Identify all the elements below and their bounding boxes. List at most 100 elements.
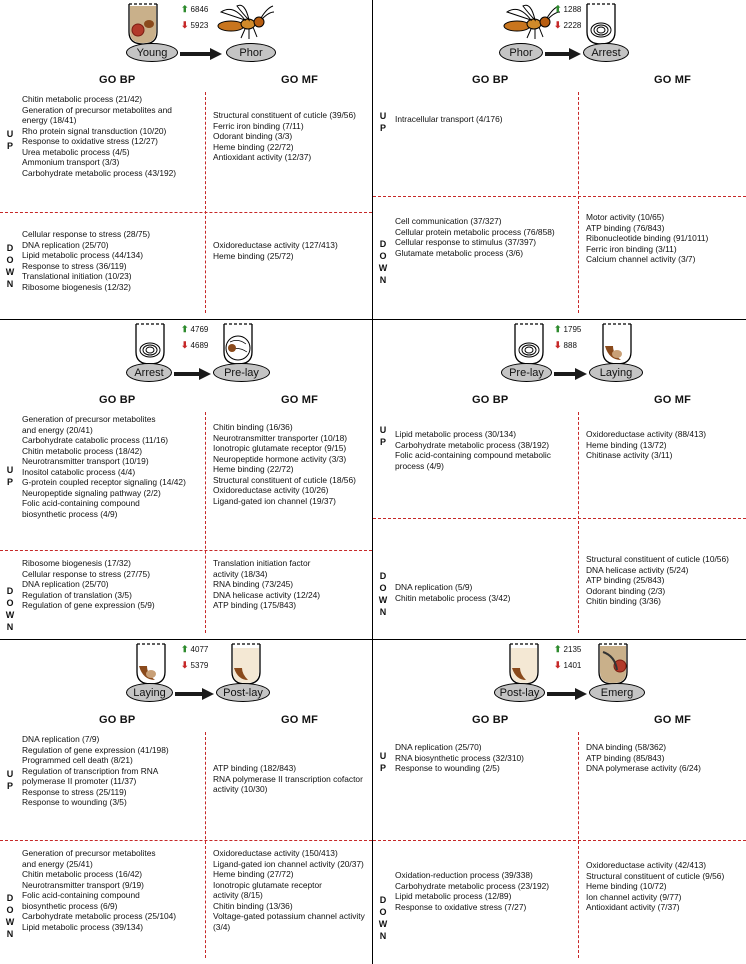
go-term: Neuropeptide signaling pathway (2/2) [22, 487, 161, 498]
down-count-value: 2228 [563, 21, 582, 30]
go-term: ATP binding (25/843) [586, 575, 665, 585]
down-mf-terms: Motor activity (10/65)ATP binding (76/84… [586, 212, 708, 265]
go-term: ATP binding (182/843) [213, 763, 297, 773]
go-term: Cellular protein metabolic process (76/8… [395, 226, 555, 237]
down-count-value: 1401 [563, 661, 582, 670]
section-divider [0, 840, 372, 841]
up-mf-terms: Oxidoreductase activity (88/413)Heme bin… [586, 429, 706, 461]
down-count-value: 4689 [190, 341, 209, 350]
transition-arrow-icon [175, 687, 214, 700]
section-letter: U [6, 769, 14, 779]
up-arrow-icon: ⬆ [181, 4, 189, 14]
down-count-value: 5379 [190, 661, 209, 670]
go-term: DNA replication (7/9) [22, 734, 100, 744]
go-term: DNA replication (25/70) [395, 742, 482, 752]
go-term: Structural constituent of cuticle (10/56… [586, 554, 729, 564]
go-term: Lipid metabolic process (44/134) [22, 250, 144, 260]
to-stage-illustration [595, 640, 631, 691]
go-term: Odorant binding (3/3) [213, 131, 293, 141]
down-mf-terms: Structural constituent of cuticle (10/56… [586, 554, 729, 607]
go-term: Regulation of gene expression (41/198) [22, 744, 169, 755]
go-term: Ribosome biogenesis (17/32) [22, 558, 131, 568]
down-bp-terms: DNA replication (5/9)Chitin metabolic pr… [395, 582, 510, 603]
go-term: and energy (20/41) [22, 424, 93, 435]
column-divider [578, 732, 579, 958]
go-term: RNA binding (73/245) [213, 579, 294, 589]
go-term: DNA replication (25/70) [22, 239, 109, 250]
go-term: Inositol catabolic process (4/4) [22, 466, 136, 477]
to-stage-label: Emerg [589, 683, 645, 702]
down-count-value: 5923 [190, 21, 209, 30]
down-bp-terms: Oxidation-reduction process (39/338)Carb… [395, 870, 549, 912]
go-term: ATP binding (175/843) [213, 600, 297, 610]
section-letter: O [379, 583, 387, 593]
go-term: Structural constituent of cuticle (18/56… [213, 474, 356, 485]
up-count: ⬆4077 [181, 645, 209, 655]
go-term: ATP binding (85/843) [586, 752, 665, 763]
section-divider [373, 840, 746, 841]
up-bp-terms: Chitin metabolic process (21/42)Generati… [22, 94, 176, 178]
up-count-value: 4077 [190, 645, 209, 654]
section-letter: O [379, 251, 387, 261]
go-mf-header: GO MF [281, 714, 319, 726]
to-stage-label: Phor [226, 43, 276, 62]
section-divider [373, 518, 746, 519]
go-mf-header: GO MF [281, 394, 319, 406]
go-term: polymerase II promoter (11/37) [22, 776, 137, 786]
go-bp-header: GO BP [472, 394, 509, 406]
section-letter: D [379, 571, 387, 581]
go-term: Cellular response to stimulus (37/397) [395, 237, 537, 247]
go-mf-header: GO MF [654, 394, 692, 406]
go-term: Cellular response to stress (27/75) [22, 568, 151, 579]
section-letter: P [6, 141, 13, 151]
go-term: Carbohydrate metabolic process (38/192) [395, 439, 550, 450]
go-term: Carbohydrate metabolic process (25/104) [22, 911, 177, 921]
go-term: Structural constituent of cuticle (9/56) [586, 870, 725, 881]
go-term: Ferric iron binding (7/11) [213, 120, 304, 131]
from-stage-label: Post-lay [494, 683, 545, 702]
down-bp-terms: Cellular response to stress (28/75)DNA r… [22, 229, 150, 292]
go-term: Ligand-gated ion channel activity (20/37… [213, 858, 364, 869]
go-term: Lipid metabolic process (30/134) [395, 429, 517, 439]
section-letter: D [6, 586, 14, 596]
go-term: DNA binding (58/362) [586, 742, 667, 752]
go-term: G-protein coupled receptor signaling (14… [22, 477, 186, 487]
section-letter: N [6, 622, 14, 632]
to-stage-label: Pre-lay [213, 363, 270, 382]
up-arrow-icon: ⬆ [554, 4, 562, 14]
down-mf-terms: Oxidoreductase activity (150/413)Ligand-… [213, 848, 365, 932]
up-bp-terms: Lipid metabolic process (30/134)Carbohyd… [395, 429, 551, 471]
section-letter: W [5, 267, 15, 277]
go-term: Motor activity (10/65) [586, 212, 665, 222]
transition-arrow-icon [174, 367, 211, 380]
up-bp-terms: DNA replication (25/70)RNA biosynthetic … [395, 742, 524, 774]
down-count: ⬇1401 [554, 661, 582, 671]
go-term: Chitinase activity (3/11) [586, 450, 673, 460]
up-count: ⬆2135 [554, 645, 581, 655]
to-stage-illustration [215, 2, 275, 47]
go-term: Response to wounding (3/5) [22, 797, 127, 807]
section-letter: N [6, 929, 14, 939]
go-term: Translation initiation factor [213, 558, 311, 568]
from-stage-illustration [133, 640, 169, 691]
go-term: Glutamate metabolic process (3/6) [395, 247, 524, 258]
go-term: (3/4) [213, 921, 231, 932]
go-term: Regulation of gene expression (5/9) [22, 600, 155, 610]
go-term: Oxidoreductase activity (127/413) [213, 240, 338, 250]
go-mf-header: GO MF [654, 714, 692, 726]
section-letter: W [378, 263, 388, 273]
up-mf-terms: DNA binding (58/362)ATP binding (85/843)… [586, 742, 701, 774]
go-term: ATP binding (76/843) [586, 222, 665, 233]
up-count: ⬆4769 [181, 325, 208, 335]
go-term: Oxidation-reduction process (39/338) [395, 870, 533, 880]
go-term: Ribonucleotide binding (91/1011) [586, 233, 709, 243]
